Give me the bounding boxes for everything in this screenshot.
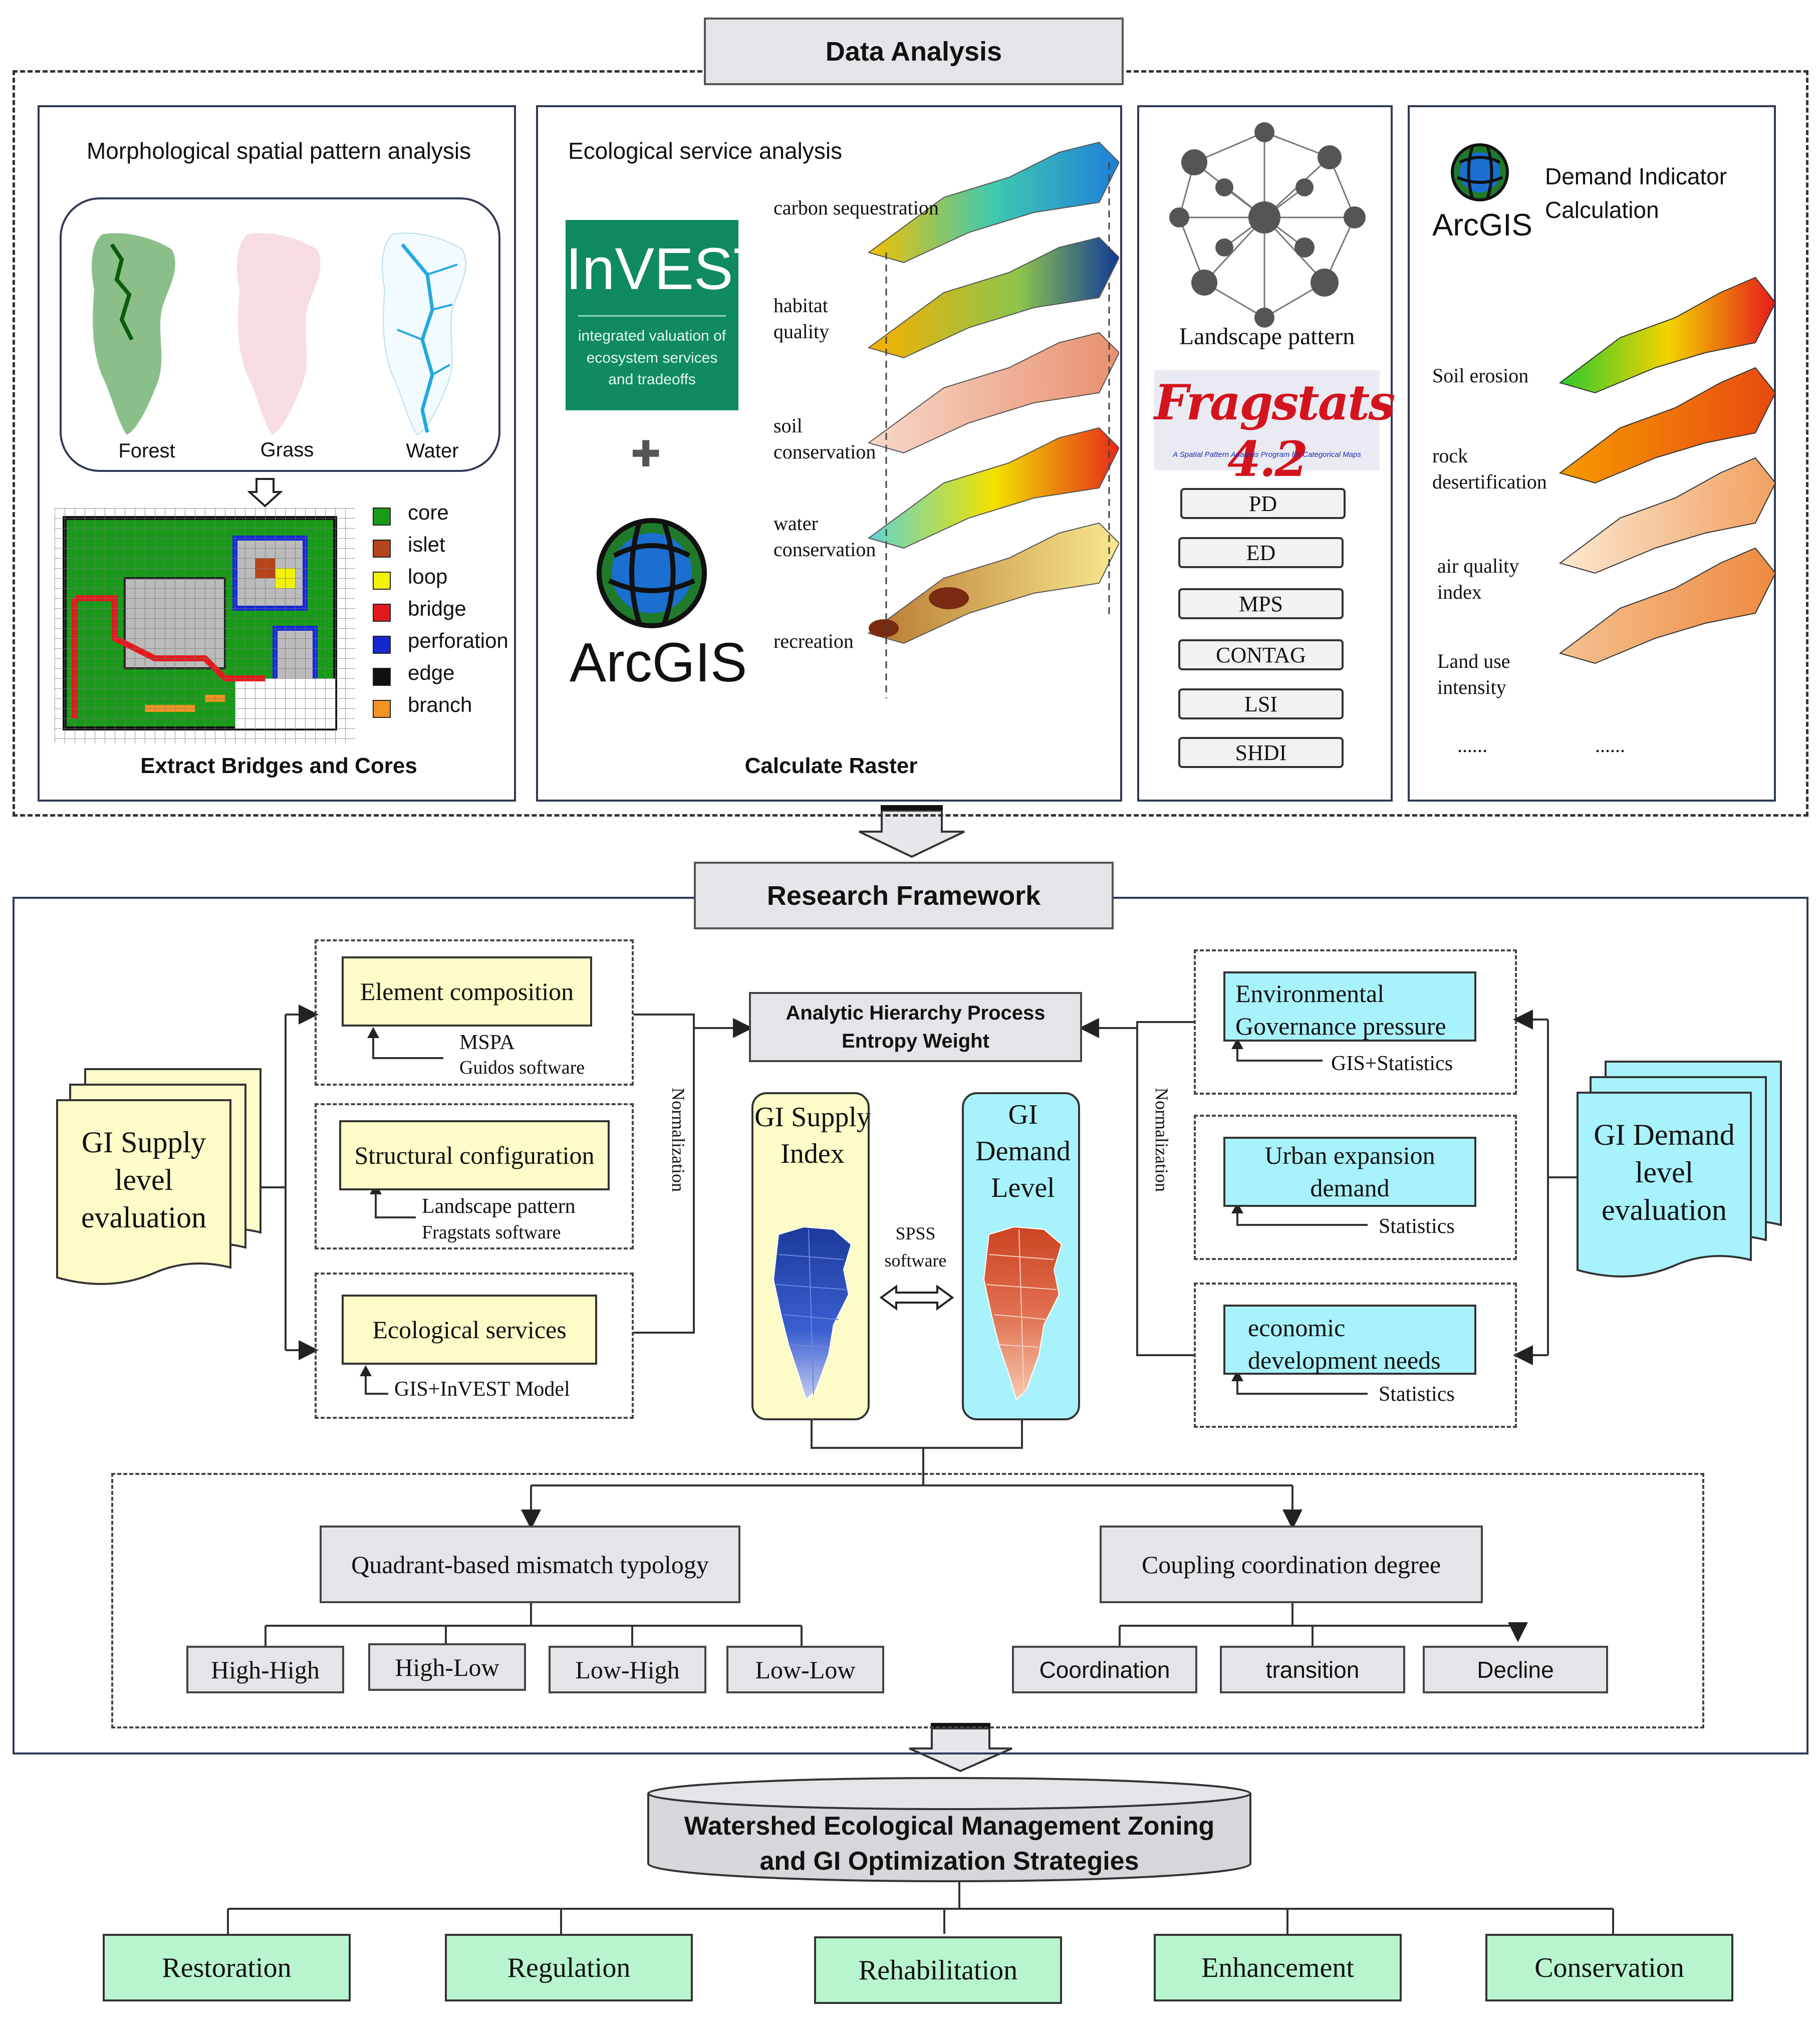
gis-statistics-label: GIS+Statistics [1331, 1052, 1453, 1075]
globe-icon [594, 516, 709, 633]
statistics-label-1: Statistics [1379, 1215, 1455, 1238]
plus-icon: ✚ [631, 434, 661, 474]
demand-layer-rock: rock desertification [1432, 444, 1547, 493]
demand-item-urban: Urban expansion demand Statistics [1194, 1115, 1517, 1260]
regulation-box: Regulation [445, 1934, 693, 2001]
restoration-box: Restoration [103, 1934, 351, 2001]
globe-icon [1450, 142, 1510, 205]
analysis-methods-region [111, 1473, 1704, 1728]
ecoservice-title: Ecological service analysis [568, 138, 843, 164]
fragstats-logo: Fragstats 4.2 A Spatial Pattern Analysis… [1154, 370, 1395, 487]
landscape-pattern-label: Landscape pattern [422, 1195, 576, 1218]
coordination-box: Coordination [1012, 1646, 1197, 1693]
mspa-maps-frame: Forest Grass Water [60, 197, 500, 472]
demand-layer-landuse: Land use intensity [1437, 650, 1510, 698]
grass-map-label: Grass [260, 439, 314, 461]
metric-mps: MPS [1178, 588, 1344, 619]
arcgis-logo: ArcGIS [569, 632, 747, 693]
quadrant-typology-box: Quadrant-based mismatch typology [320, 1526, 740, 1603]
economic-development-box: economic development needs [1223, 1305, 1476, 1375]
supply-item-element-composition: Element composition MSPA Guidos software [315, 939, 634, 1086]
metric-contag: CONTAG [1178, 639, 1344, 670]
enhancement-box: Enhancement [1154, 1934, 1402, 2001]
demand-ellipsis-1: ...... [1457, 734, 1487, 757]
normalization-left-label: Normalization [668, 1088, 688, 1192]
demand-level-map [983, 1226, 1063, 1401]
demand-arcgis-logo: ArcGIS [1432, 208, 1532, 242]
normalization-right-label: Normalization [1152, 1088, 1172, 1192]
environmental-governance-box: Environmental Governance pressure [1223, 971, 1476, 1042]
management-cylinder: Watershed Ecological Management Zoning a… [646, 1776, 1252, 1886]
coupling-degree-box: Coupling coordination degree [1100, 1526, 1483, 1603]
metric-ed: ED [1178, 537, 1344, 568]
structural-configuration-box: Structural configuration [339, 1120, 610, 1190]
high-high-box: High-High [186, 1646, 344, 1693]
ahp-box: Analytic Hierarchy Process Entropy Weigh… [749, 992, 1082, 1062]
metric-pd: PD [1180, 488, 1346, 519]
layer-label-habitat: habitat quality [773, 294, 830, 343]
demand-panel: ArcGIS Demand Indicator Calculation Soil… [1408, 105, 1776, 802]
supply-item-ecological: Ecological services GIS+InVEST Model [315, 1273, 634, 1419]
demand-layer-air: air quality index [1437, 555, 1519, 603]
conservation-box: Conservation [1485, 1934, 1733, 2001]
gi-demand-level: GI Demand Level [962, 1092, 1080, 1420]
gis-invest-label: GIS+InVEST Model [394, 1378, 570, 1401]
mspa-grid-image [55, 508, 355, 743]
layer-label-recreation: recreation [773, 630, 854, 652]
mspa-panel: Morphological spatial pattern analysis F… [38, 105, 516, 802]
high-low-box: High-Low [368, 1643, 526, 1691]
down-arrow-icon [859, 805, 1012, 1773]
element-composition-box: Element composition [342, 956, 592, 1027]
data-analysis-title: Data Analysis [704, 18, 1124, 85]
demand-item-environmental: Environmental Governance pressure GIS+St… [1194, 949, 1517, 1095]
ecological-services-box: Ecological services [342, 1295, 597, 1365]
landscape-title: Landscape pattern [1179, 323, 1355, 350]
landscape-network-image [1169, 122, 1366, 328]
down-arrow-icon [246, 478, 284, 511]
supply-eval-doc: GI Supply level evaluation [55, 1067, 266, 1303]
demand-ellipsis-2: ...... [1595, 734, 1625, 757]
landscape-panel: Landscape pattern Fragstats 4.2 A Spatia… [1137, 105, 1395, 802]
mspa-maps-image [92, 232, 466, 436]
statistics-label-2: Statistics [1379, 1383, 1455, 1406]
transition-box: transition [1220, 1646, 1405, 1693]
water-map-label: Water [406, 440, 459, 462]
gi-supply-index: GI Supply Index [751, 1092, 871, 1420]
mspa-caption: Extract Bridges and Cores [140, 753, 417, 778]
layer-label-carbon: carbon sequestration [773, 196, 939, 219]
demand-layers-image [1558, 277, 1775, 664]
double-arrow-icon [879, 1283, 954, 1315]
demand-item-economic: economic development needs Statistics [1194, 1283, 1517, 1428]
demand-eval-doc: GI Demand level evaluation [1576, 1060, 1786, 1295]
fragstats-software-label: Fragstats software [422, 1222, 561, 1243]
metric-shdi: SHDI [1178, 737, 1344, 768]
low-high-box: Low-High [549, 1646, 706, 1693]
ecoservice-caption: Calculate Raster [744, 753, 918, 778]
ecoservice-layers-image [867, 141, 1119, 698]
guidos-label: Guidos software [459, 1057, 585, 1078]
research-framework-title: Research Framework [694, 862, 1114, 929]
ecoservice-panel: Ecological service analysis InVEST integ… [536, 105, 1122, 802]
supply-item-structural: Structural configuration Landscape patte… [315, 1103, 634, 1249]
spss-label: SPSS software [884, 1223, 947, 1271]
supply-index-map [772, 1226, 852, 1401]
low-low-box: Low-Low [726, 1646, 884, 1693]
urban-expansion-box: Urban expansion demand [1223, 1137, 1476, 1207]
demand-title: Demand Indicator Calculation [1545, 163, 1727, 223]
demand-layer-soil: Soil erosion [1432, 364, 1529, 387]
mspa-title: Morphological spatial pattern analysis [86, 138, 471, 164]
invest-logo: InVEST integrated valuation of ecosystem… [566, 220, 769, 410]
decline-box: Decline [1423, 1646, 1608, 1693]
metric-lsi: LSI [1178, 688, 1344, 719]
layer-label-water: water conservation [773, 512, 876, 561]
layer-label-soil: soil conservation [773, 414, 876, 463]
rehabilitation-box: Rehabilitation [814, 1936, 1062, 2004]
forest-map-label: Forest [118, 440, 175, 462]
mspa-label: MSPA [459, 1031, 515, 1054]
